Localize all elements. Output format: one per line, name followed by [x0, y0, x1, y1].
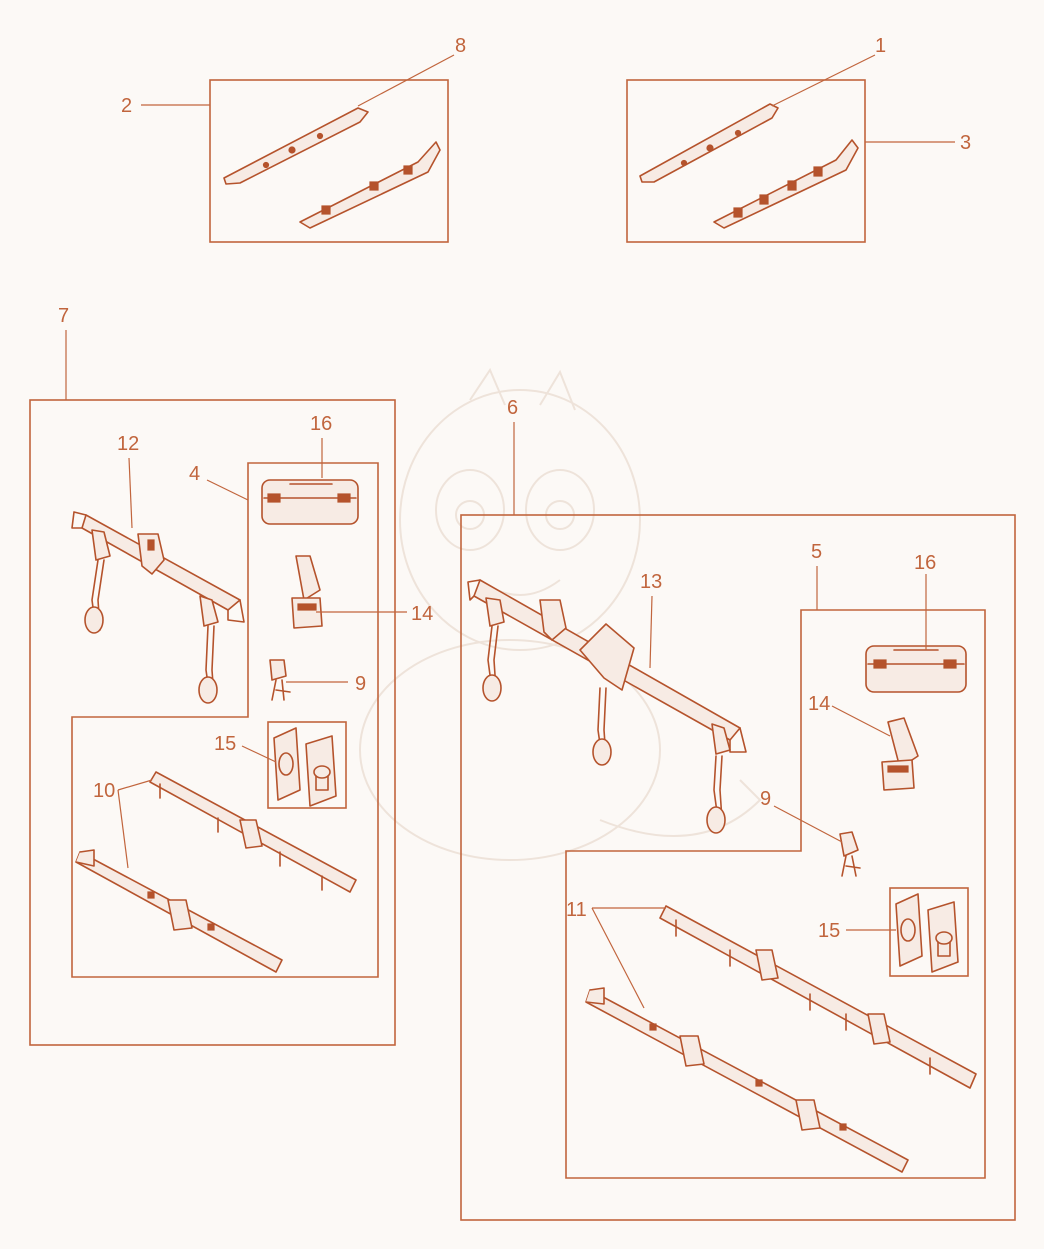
plates-15-right — [895, 893, 959, 973]
rail-part-2-lower — [299, 141, 441, 229]
beam-11-upper — [659, 905, 977, 1089]
callout-13: 13 — [640, 571, 662, 593]
lifting-device-14-left — [291, 555, 323, 629]
beam-10-lower — [75, 849, 283, 973]
box-assembly-2 — [209, 79, 449, 243]
callout-12: 12 — [117, 433, 139, 455]
callout-8: 8 — [455, 35, 466, 57]
spreader-bar-12 — [71, 511, 245, 704]
callout-16-right: 16 — [914, 552, 936, 574]
box-plates-15-right — [889, 887, 969, 977]
callout-5: 5 — [811, 541, 822, 563]
callout-7: 7 — [58, 305, 69, 327]
rail-part-1 — [639, 103, 779, 183]
beam-11-lower — [585, 987, 909, 1173]
callout-2: 2 — [121, 95, 132, 117]
rail-part-8 — [223, 107, 369, 185]
bracket-9-right — [839, 831, 861, 877]
case-16-left — [261, 479, 359, 525]
bracket-9-left — [269, 659, 291, 701]
beam-10-upper — [149, 771, 357, 893]
plates-15-left — [273, 727, 337, 807]
leader-lines — [65, 54, 955, 1009]
box-assembly-5 — [565, 609, 986, 1179]
spreader-bar-13 — [467, 579, 747, 834]
box-assembly-7 — [29, 399, 396, 1046]
callout-9-left: 9 — [355, 673, 366, 695]
box-assembly-4 — [71, 462, 379, 978]
watermark-mascot — [359, 367, 762, 861]
callout-1: 1 — [875, 35, 886, 57]
callout-3: 3 — [960, 132, 971, 154]
callout-6: 6 — [507, 397, 518, 419]
box-assembly-3 — [626, 79, 866, 243]
callouts: 2 8 1 3 7 16 4 12 14 9 15 10 6 13 5 16 1… — [58, 35, 971, 942]
callout-4: 4 — [189, 463, 200, 485]
callout-15-right: 15 — [818, 920, 840, 942]
callout-14-right: 14 — [808, 693, 830, 715]
case-16-right — [865, 645, 967, 693]
box-plates-15-left — [267, 721, 347, 809]
callout-15-left: 15 — [214, 733, 236, 755]
box-assembly-6 — [460, 514, 1016, 1221]
lifting-device-14-right — [881, 717, 919, 791]
callout-10: 10 — [93, 780, 115, 802]
callout-14-left: 14 — [411, 603, 433, 625]
callout-9-right: 9 — [760, 788, 771, 810]
rail-part-3-lower — [713, 139, 859, 229]
callout-16-left: 16 — [310, 413, 332, 435]
callout-11: 11 — [566, 899, 587, 921]
